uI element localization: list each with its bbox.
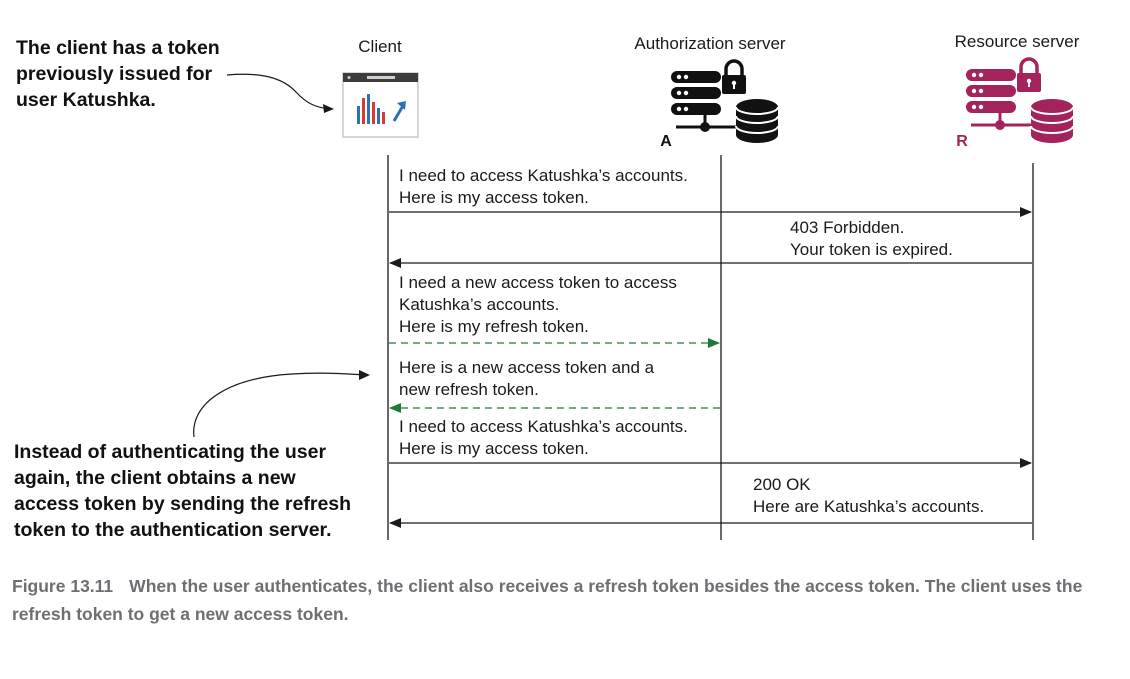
note-bottom-arrowhead	[359, 370, 370, 380]
message-2: 403 Forbidden. Your token is expired.	[790, 218, 953, 259]
note-bottom-line-2: again, the client obtains a new	[14, 467, 297, 489]
note-top-line-3: user Katushka.	[16, 89, 156, 111]
message-1-line-2: Here is my access token.	[399, 188, 589, 207]
resource-server-icon	[966, 57, 1074, 143]
message-3-line-3: Here is my refresh token.	[399, 317, 589, 336]
note-top-connector	[226, 73, 332, 110]
message-1-line-1: I need to access Katushka’s accounts.	[399, 166, 688, 185]
message-3: I need a new access token to access Katu…	[399, 273, 682, 336]
authorization-server-badge: A	[660, 133, 672, 150]
message-4-line-2: new refresh token.	[399, 380, 539, 399]
note-bottom-line-4: token to the authentication server.	[14, 519, 331, 541]
message-4-line-1: Here is a new access token and a	[399, 358, 655, 377]
message-6-line-2: Here are Katushka’s accounts.	[753, 497, 984, 516]
message-2-line-2: Your token is expired.	[790, 240, 953, 259]
client-browser-icon	[342, 72, 419, 138]
note-top-arrowhead	[323, 104, 334, 113]
message-3-line-1: I need a new access token to access	[399, 273, 677, 292]
message-5: I need to access Katushka’s accounts. He…	[399, 417, 693, 458]
authorization-server-icon	[671, 59, 779, 143]
message-4: Here is a new access token and a new ref…	[399, 358, 659, 399]
note-bottom: Instead of authenticating the user again…	[14, 441, 356, 541]
note-top: The client has a token previously issued…	[16, 37, 225, 111]
client-label: Client	[358, 37, 402, 56]
resource-server-label: Resource server	[955, 32, 1080, 51]
note-bottom-line-3: access token by sending the refresh	[14, 493, 351, 515]
message-3-line-2: Katushka’s accounts.	[399, 295, 559, 314]
figure-caption-text: When the user authenticates, the client …	[12, 576, 1083, 624]
message-6-line-1: 200 OK	[753, 475, 811, 494]
authorization-server-label: Authorization server	[634, 34, 786, 53]
note-bottom-connector	[193, 372, 367, 438]
message-1: I need to access Katushka’s accounts. He…	[399, 166, 693, 207]
message-2-line-1: 403 Forbidden.	[790, 218, 904, 237]
figure-number: Figure 13.11	[12, 576, 114, 596]
note-top-line-2: previously issued for	[16, 63, 213, 85]
message-5-line-1: I need to access Katushka’s accounts.	[399, 417, 688, 436]
note-bottom-line-1: Instead of authenticating the user	[14, 441, 326, 463]
message-6: 200 OK Here are Katushka’s accounts.	[753, 475, 984, 516]
resource-server-badge: R	[956, 133, 968, 150]
note-top-line-1: The client has a token	[16, 37, 220, 59]
message-5-line-2: Here is my access token.	[399, 439, 589, 458]
